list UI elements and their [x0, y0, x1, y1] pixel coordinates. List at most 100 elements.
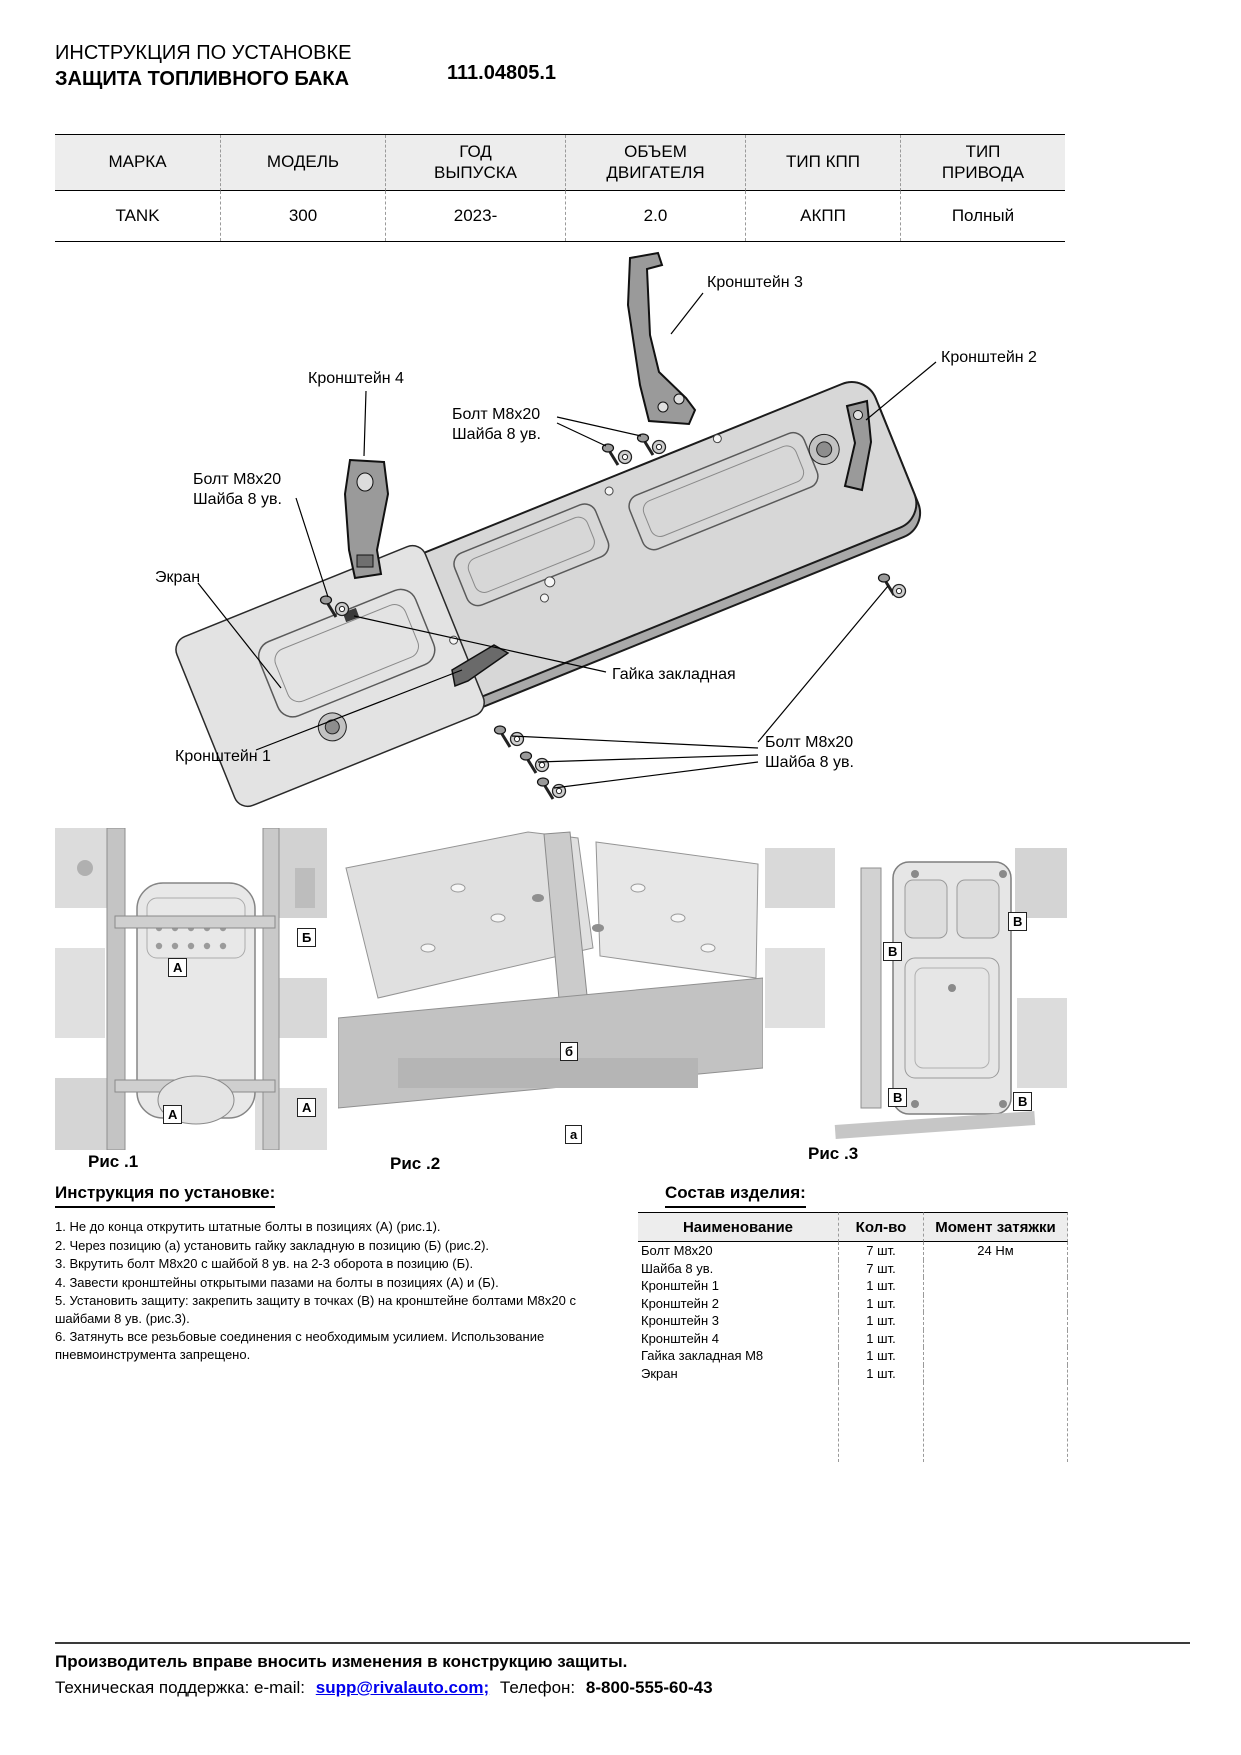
parts-cell: 1 шт. [838, 1294, 923, 1312]
installation-instructions: Инструкция по установке: 1. Не до конца … [55, 1183, 630, 1364]
parts-cell: 1 шт. [838, 1347, 923, 1365]
diagram-label-kronshtein-4: Кронштейн 4 [308, 370, 404, 387]
bracket-2-shape [843, 399, 873, 492]
parts-cell: Шайба 8 ув. [641, 1260, 714, 1276]
parts-filler [838, 1382, 923, 1462]
instruction-step: 6. Затянуть все резьбовые соединения с н… [55, 1329, 545, 1362]
parts-cell: 1 шт. [838, 1277, 923, 1295]
parts-cell [923, 1294, 1068, 1312]
parts-cell: Кронштейн 3 [641, 1313, 719, 1329]
figure-1-caption: Рис .1 [88, 1152, 139, 1171]
figure-2-caption: Рис .2 [390, 1154, 441, 1173]
parts-cell [923, 1364, 1068, 1382]
support-email-link[interactable]: supp@rivalauto.com; [315, 1678, 490, 1697]
spec-header-cell: ОБЪЕМ ДВИГАТЕЛЯ [565, 135, 745, 191]
diagram-label-kronshtein-2: Кронштейн 2 [941, 349, 1037, 366]
footer-support-line: Техническая поддержка: e-mail: supp@riva… [55, 1678, 713, 1698]
spec-value-cell: АКПП [745, 191, 900, 241]
instruction-step: 3. Вкрутить болт М8х20 с шайбой 8 ув. на… [55, 1256, 474, 1272]
spec-value-cell: Полный [900, 191, 1065, 241]
leader-lines [197, 292, 937, 789]
parts-header-cell: Наименование [638, 1212, 838, 1242]
figure-3-photo: В В В В [765, 828, 1067, 1140]
document-subtitle: ИНСТРУКЦИЯ ПО УСТАНОВКЕ [55, 42, 352, 64]
parts-cell: Кронштейн 1 [641, 1278, 719, 1294]
spec-header-cell: МАРКА [55, 135, 220, 191]
spec-header-cell: ГОД ВЫПУСКА [385, 135, 565, 191]
parts-header-cell: Момент затяжки [923, 1212, 1068, 1242]
spec-value-cell: 2023- [385, 191, 565, 241]
position-marker-a: А [297, 1098, 317, 1117]
parts-cell [923, 1259, 1068, 1277]
position-marker-v: В [888, 1088, 908, 1107]
bracket-1-shape [451, 644, 510, 688]
parts-cell: Кронштейн 2 [641, 1295, 719, 1311]
bracket-3-shape [626, 251, 697, 426]
diagram-label-kronshtein-1: Кронштейн 1 [175, 748, 271, 765]
spec-value-cell: TANK [115, 206, 160, 225]
parts-filler [923, 1382, 1068, 1462]
instruction-step: 1. Не до конца открутить штатные болты в… [55, 1219, 441, 1234]
parts-cell: Кронштейн 4 [641, 1330, 719, 1346]
figure-1-photo: А Б А А [55, 827, 327, 1151]
parts-filler [638, 1382, 838, 1462]
parts-cell [923, 1312, 1068, 1330]
diagram-label-bolt-washer-top: Болт М8х20 Шайба 8 ув. [452, 406, 541, 443]
figure-3-image [765, 848, 1067, 1139]
exploded-view-drawing [175, 251, 937, 808]
footer-disclaimer: Производитель вправе вносить изменения в… [55, 1652, 628, 1671]
position-marker-a-small: а [565, 1125, 583, 1144]
instructions-title: Инструкция по установке: [55, 1183, 276, 1208]
parts-cell [923, 1347, 1068, 1365]
bracket-4-shape [343, 458, 390, 580]
plate-shape [175, 381, 922, 808]
instruction-step: 2. Через позицию (а) установить гайку за… [55, 1237, 490, 1253]
parts-cell: Болт М8х20 [641, 1243, 713, 1259]
instruction-steps: 1. Не до конца открутить штатные болты в… [55, 1218, 630, 1363]
vehicle-spec-table: МАРКА МОДЕЛЬ ГОД ВЫПУСКА ОБЪЕМ ДВИГАТЕЛЯ… [55, 134, 1065, 242]
position-marker-v: В [1013, 1092, 1033, 1111]
phone-label: Телефон: [499, 1678, 576, 1697]
parts-table: Наименование Кол-во Момент затяжки Болт … [638, 1212, 1068, 1462]
parts-cell: 1 шт. [838, 1312, 923, 1330]
position-marker-a: А [163, 1105, 183, 1124]
spec-value-cell: 300 [220, 191, 385, 241]
parts-list-title: Состав изделия: [665, 1183, 806, 1208]
part-number: 111.04805.1 [447, 62, 557, 84]
diagram-label-bolt-washer-left: Болт М8х20 Шайба 8 ув. [193, 471, 282, 508]
support-prefix: Техническая поддержка: e-mail: [55, 1678, 306, 1697]
parts-cell: Экран [641, 1365, 678, 1381]
parts-cell: 1 шт. [838, 1364, 923, 1382]
document-title: ЗАЩИТА ТОПЛИВНОГО БАКА [55, 68, 350, 90]
parts-cell: 1 шт. [838, 1329, 923, 1347]
footer-divider [55, 1642, 1190, 1644]
position-marker-v: В [1008, 912, 1028, 931]
exploded-view-diagram [0, 250, 1241, 825]
parts-cell [923, 1329, 1068, 1347]
spec-header-cell: МОДЕЛЬ [220, 135, 385, 191]
instruction-step: 4. Завести кронштейны открытыми пазами н… [55, 1274, 499, 1290]
position-marker-a: А [168, 958, 188, 977]
parts-cell [923, 1277, 1068, 1295]
parts-cell: 7 шт. [838, 1242, 923, 1260]
diagram-label-gaika: Гайка закладная [612, 666, 736, 683]
figure-2-photo: б а [337, 828, 764, 1146]
parts-cell: 7 шт. [838, 1259, 923, 1277]
spec-header-cell: ТИП КПП [745, 135, 900, 191]
ekran-shape [175, 544, 485, 808]
spec-value-cell: 2.0 [565, 191, 745, 241]
parts-header-cell: Кол-во [838, 1212, 923, 1242]
figure-2-image [337, 831, 764, 1109]
diagram-label-bolt-washer-right: Болт М8х20 Шайба 8 ув. [765, 734, 854, 771]
spec-header-cell: ТИП ПРИВОДА [900, 135, 1065, 191]
figure-1-image [55, 827, 327, 1151]
parts-cell: 24 Нм [923, 1242, 1068, 1260]
diagram-label-ekran: Экран [155, 569, 201, 586]
position-marker-b: Б [297, 928, 317, 947]
parts-cell: Гайка закладная М8 [641, 1348, 764, 1364]
diagram-label-kronshtein-3: Кронштейн 3 [707, 274, 803, 291]
figure-3-caption: Рис .3 [808, 1144, 859, 1163]
instruction-step: 5. Установить защиту: закрепить защиту в… [55, 1293, 576, 1326]
position-marker-b-small: б [560, 1042, 579, 1061]
